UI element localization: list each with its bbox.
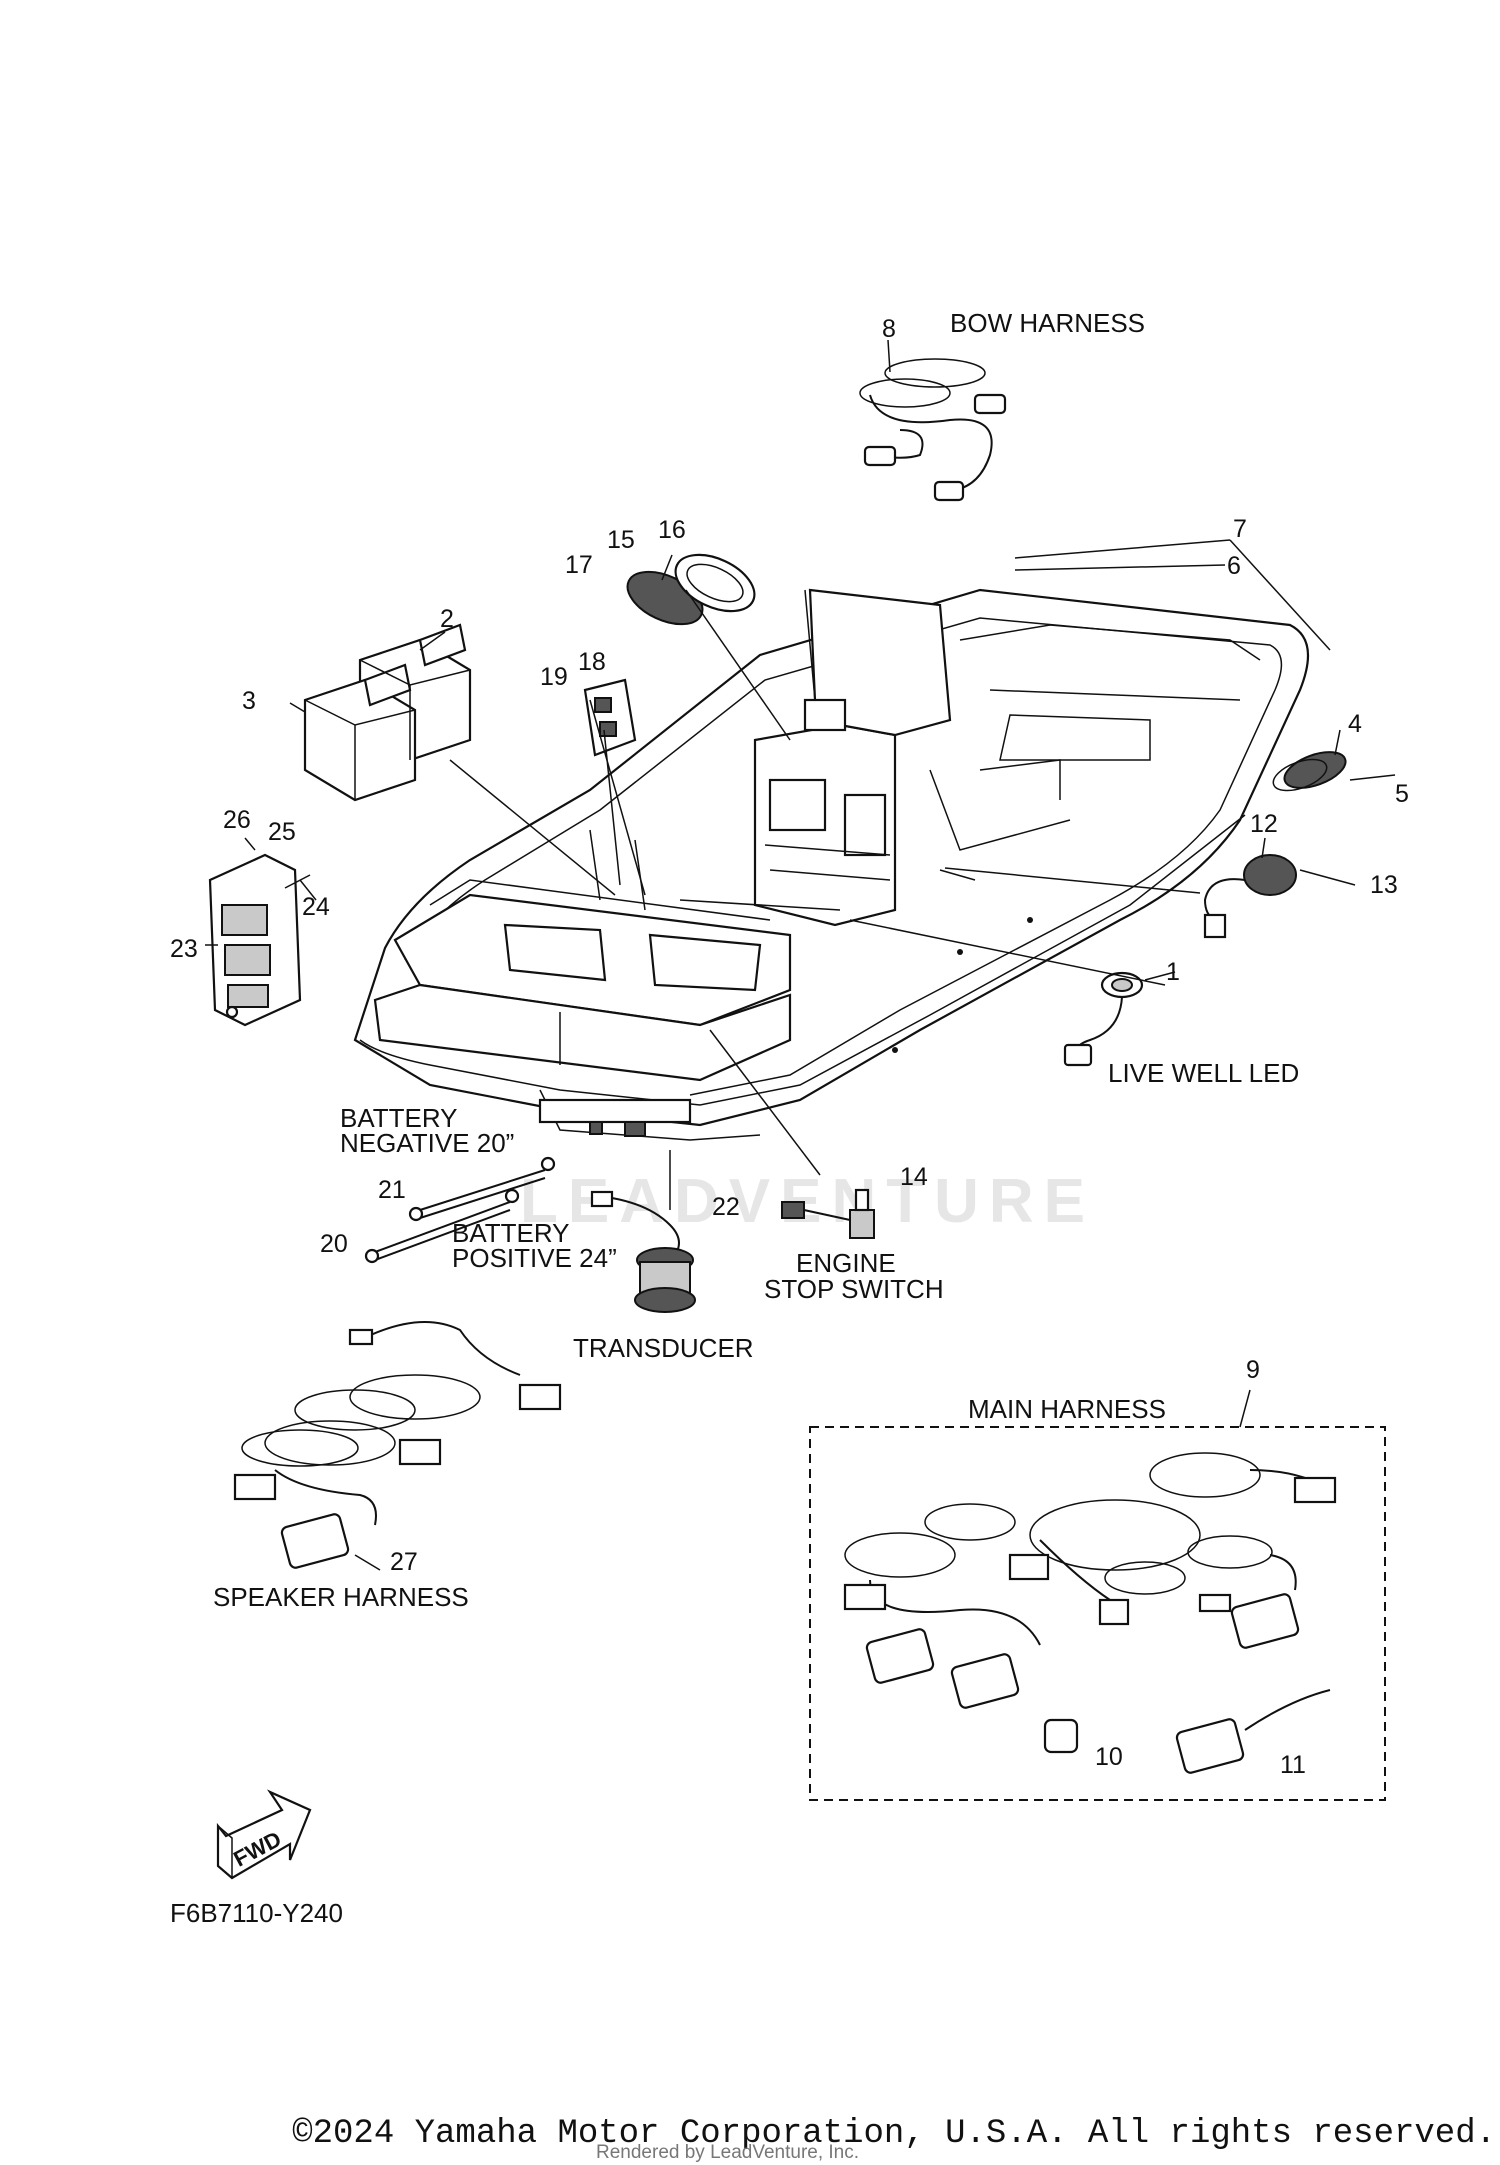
live-well-led-part: [1063, 971, 1144, 1067]
label-battery-negative-1: BATTERY: [340, 1103, 458, 1133]
callout-15: 15: [607, 526, 635, 554]
callout-12: 12: [1250, 810, 1278, 838]
speaker-part: [1272, 751, 1347, 792]
label-transducer: TRANSDUCER: [573, 1333, 754, 1363]
battery-box-part: [303, 623, 472, 802]
part-labels: BOW HARNESS LIVE WELL LED BATTERY NEGATI…: [170, 308, 1299, 1928]
callout-23: 23: [170, 935, 198, 963]
callout-18: 18: [578, 648, 606, 676]
switch-bracket-part: [583, 678, 637, 757]
label-battery-negative-2: NEGATIVE 20”: [340, 1128, 514, 1158]
diagram-code: F6B7110-Y240: [170, 1898, 343, 1928]
boat-hull: [353, 588, 1310, 1141]
rendered-by-notice: Rendered by LeadVenture, Inc.: [596, 2142, 860, 2163]
callout-19: 19: [540, 663, 568, 691]
callout-3: 3: [242, 687, 256, 715]
callout-8: 8: [882, 315, 896, 343]
label-bow-harness: BOW HARNESS: [950, 308, 1145, 338]
callout-17: 17: [565, 551, 593, 579]
label-engine-stop-2: STOP SWITCH: [764, 1274, 944, 1304]
label-live-well-led: LIVE WELL LED: [1108, 1058, 1299, 1088]
callout-25: 25: [268, 818, 296, 846]
callout-2: 2: [440, 605, 454, 633]
fuse-box-part: [208, 853, 302, 1027]
callout-1: 1: [1166, 958, 1180, 986]
gauge-cover-part: [626, 553, 756, 626]
courtesy-light-part: [1203, 854, 1297, 939]
label-engine-stop-1: ENGINE: [796, 1248, 896, 1278]
transducer-part: [590, 1190, 696, 1313]
callout-26: 26: [223, 806, 251, 834]
callout-9: 9: [1246, 1356, 1260, 1384]
speaker-harness-part: [233, 1321, 562, 1569]
copyright-notice: ©2024 Yamaha Motor Corporation, U.S.A. A…: [292, 2115, 1496, 2153]
leader-lines: [205, 339, 1396, 1571]
callout-numbers: 1 2 3 4 5 6 7 8 9 10 11 12 13 14 15 16 1…: [170, 315, 1409, 1779]
callout-5: 5: [1395, 780, 1409, 808]
callout-11: 11: [1280, 1751, 1306, 1779]
main-harness-part: [843, 1452, 1337, 1774]
callout-22: 22: [712, 1193, 740, 1221]
label-battery-positive-2: POSITIVE 24”: [452, 1243, 617, 1273]
callout-6: 6: [1227, 552, 1241, 580]
callout-10: 10: [1095, 1743, 1123, 1771]
callout-4: 4: [1348, 710, 1362, 738]
battery-cables-part: [364, 1156, 556, 1264]
label-main-harness: MAIN HARNESS: [968, 1394, 1166, 1424]
callout-24: 24: [302, 893, 330, 921]
label-speaker-harness: SPEAKER HARNESS: [213, 1582, 469, 1612]
callout-14: 14: [900, 1163, 928, 1191]
fwd-arrow-icon: FWD: [216, 1789, 312, 1880]
bow-harness-part: [859, 358, 1007, 502]
callout-27: 27: [390, 1548, 418, 1576]
label-battery-positive-1: BATTERY: [452, 1218, 570, 1248]
callout-7: 7: [1233, 515, 1247, 543]
engine-stop-switch-part: [781, 1188, 875, 1239]
callout-16: 16: [658, 516, 686, 544]
callout-20: 20: [320, 1230, 348, 1258]
main-harness-box: [809, 1426, 1386, 1801]
callout-21: 21: [378, 1176, 406, 1204]
callout-13: 13: [1370, 871, 1398, 899]
